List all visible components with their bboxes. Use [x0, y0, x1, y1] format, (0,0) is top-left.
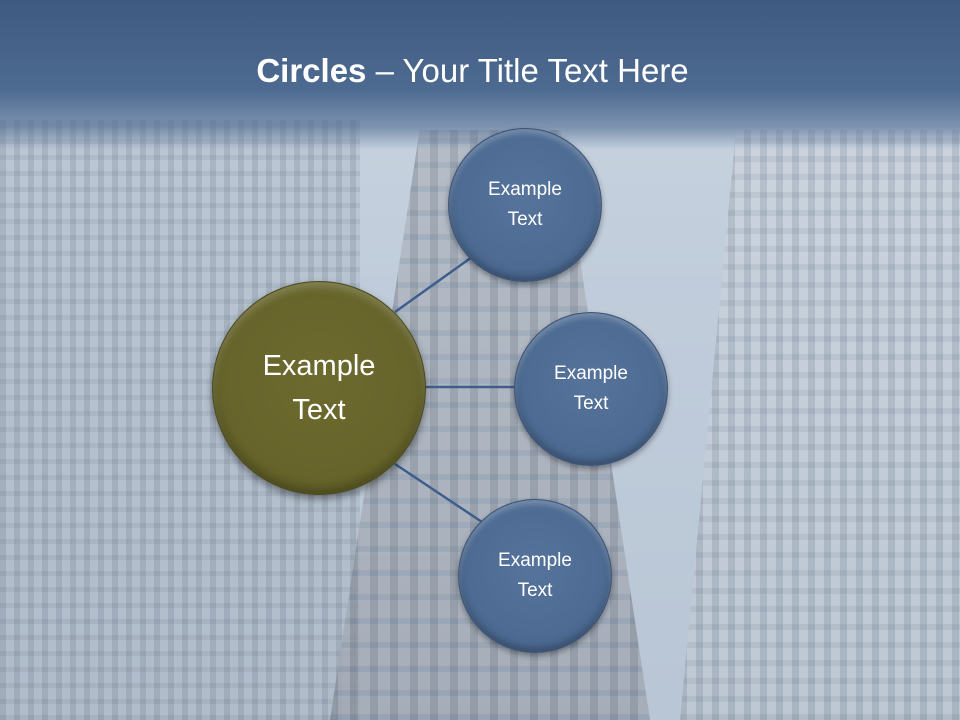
title-rest: – Your Title Text Here — [366, 52, 689, 89]
title-bar — [0, 0, 960, 150]
node-top-text: Example Text — [488, 175, 562, 235]
hub-circle[interactable]: Example Text — [212, 281, 426, 495]
hub-text-line2: Text — [292, 394, 346, 426]
node-bottom-text: Example Text — [498, 546, 572, 606]
node-top-line1: Example — [488, 179, 562, 200]
node-circle-middle[interactable]: Example Text — [514, 312, 668, 466]
title-bold: Circles — [256, 52, 367, 89]
hub-text: Example Text — [263, 344, 376, 432]
node-middle-text: Example Text — [554, 359, 628, 419]
node-circle-top[interactable]: Example Text — [448, 128, 602, 282]
node-circle-bottom[interactable]: Example Text — [458, 499, 612, 653]
node-bottom-line1: Example — [498, 550, 572, 571]
node-top-line2: Text — [507, 209, 543, 230]
connector-top — [394, 255, 473, 314]
node-middle-line1: Example — [554, 363, 628, 384]
slide-title: Circles – Your Title Text Here — [0, 52, 945, 90]
background-building-right — [680, 130, 960, 720]
node-bottom-line2: Text — [517, 580, 553, 601]
connector-bottom — [394, 462, 483, 524]
node-middle-line2: Text — [573, 393, 609, 414]
hub-text-line1: Example — [262, 350, 376, 382]
